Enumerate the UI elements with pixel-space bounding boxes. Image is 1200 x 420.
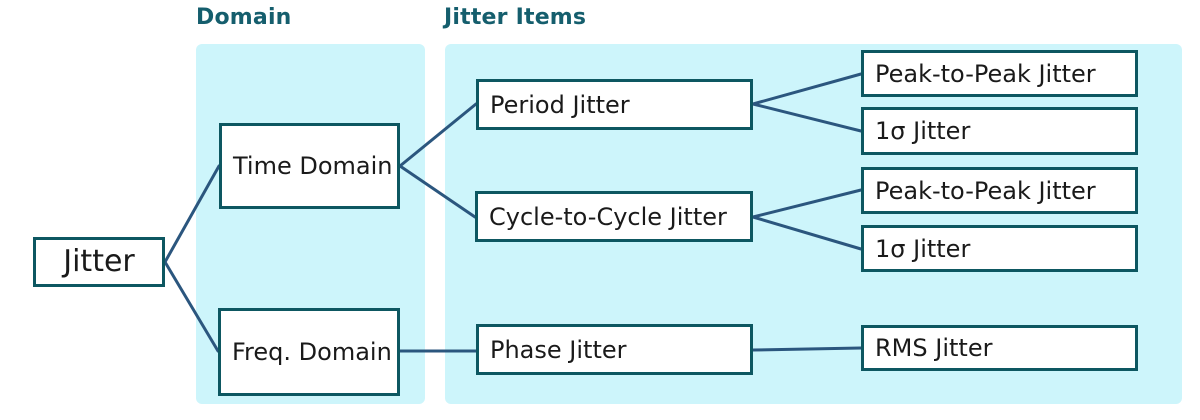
- jitter-items-column-header: Jitter Items: [444, 5, 587, 30]
- node-peak-to-peak-jitter-2: Peak-to-Peak Jitter: [861, 167, 1138, 214]
- node-1sigma-jitter-1: 1σ Jitter: [861, 107, 1138, 155]
- node-rms-jitter: RMS Jitter: [861, 325, 1138, 371]
- node-time-domain: Time Domain: [219, 123, 400, 209]
- node-freq-domain: Freq. Domain: [218, 308, 400, 396]
- node-period-jitter: Period Jitter: [476, 79, 753, 130]
- node-1sigma-jitter-2: 1σ Jitter: [861, 225, 1138, 272]
- node-peak-to-peak-jitter-1: Peak-to-Peak Jitter: [861, 50, 1138, 97]
- node-cycle-to-cycle-jitter: Cycle-to-Cycle Jitter: [475, 191, 753, 242]
- node-phase-jitter: Phase Jitter: [476, 324, 753, 375]
- node-jitter-root: Jitter: [33, 237, 165, 287]
- domain-column-header: Domain: [196, 5, 292, 30]
